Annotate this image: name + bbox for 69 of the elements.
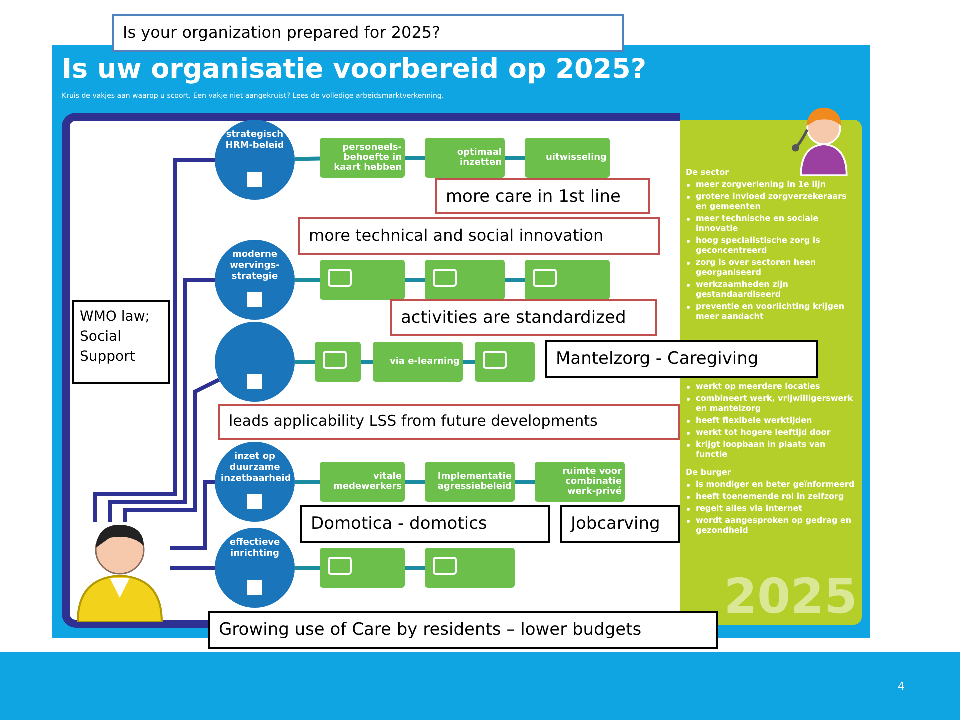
- box-label: uitwisseling: [546, 153, 607, 163]
- box-label: ruimte voor combinatie werk-privé: [561, 467, 622, 497]
- box-label: optimaal inzetten: [456, 148, 502, 168]
- connector-line: [405, 480, 425, 484]
- bullet-text: wordt aangesproken op gedrag en gezondheid: [696, 516, 852, 535]
- box-label: Implementatie agressiebeleid: [436, 472, 512, 492]
- callout-box: Is your organization prepared for 2025?: [112, 14, 624, 52]
- action-box: [320, 548, 405, 588]
- section-heading: De sector: [686, 168, 730, 177]
- action-box: [320, 260, 405, 300]
- callout-box: leads applicability LSS from future developments: [218, 404, 680, 440]
- connector-line: [405, 156, 425, 160]
- callout-box: Jobcarving: [560, 505, 680, 543]
- connector-line: [505, 278, 525, 282]
- connector-line: [108, 278, 215, 522]
- action-box: [425, 138, 505, 178]
- bullet-text: regelt alles via internet: [696, 504, 802, 513]
- action-box: [425, 260, 505, 300]
- circle-label: inzet op duurzame inzetbaarheid: [220, 451, 292, 485]
- connector-line: [405, 566, 425, 570]
- connector-line: [463, 360, 475, 364]
- page-number: 4: [898, 680, 905, 693]
- connector-line: [405, 278, 425, 282]
- action-box: [525, 138, 610, 178]
- callout-box: more care in 1st line: [435, 178, 650, 214]
- connector-line: [170, 566, 215, 570]
- bullet-text: meer zorgverlening in 1e lijn: [696, 180, 826, 189]
- connector-line: [361, 360, 373, 364]
- year-text: 2025: [724, 572, 858, 622]
- connector-line: [170, 480, 215, 550]
- bullet-text: werkt op meerdere locaties: [696, 382, 820, 391]
- connector-line: [295, 360, 315, 364]
- callout-box: Domotica - domotics: [300, 505, 550, 543]
- callout-box: Growing use of Care by residents – lower budgets: [208, 611, 718, 649]
- action-box: [425, 462, 515, 502]
- box-label: personeels-behoefte in kaart hebben: [333, 143, 402, 173]
- circle-label: strategisch HRM-beleid: [224, 129, 286, 152]
- bullet-text: is mondiger en beter geïnformeerd: [696, 480, 855, 489]
- connector-line: [295, 480, 320, 484]
- connector-line: [123, 378, 220, 522]
- callout-box: more technical and social innovation: [298, 217, 660, 255]
- bullet-text: heeft flexibele werktijden: [696, 416, 812, 425]
- connector-line: [505, 156, 525, 160]
- bullet-text: krijgt loopbaan in plaats van functie: [696, 440, 826, 459]
- action-box: [525, 260, 610, 300]
- bullet-text: preventie en voorlichting krijgen meer aandacht: [696, 302, 845, 321]
- connector-line: [515, 480, 535, 484]
- connector-line: [295, 566, 320, 570]
- callout-box: activities are standardized: [390, 299, 657, 336]
- callout-box: Mantelzorg - Caregiving: [545, 340, 818, 378]
- circle-label: effectieve inrichting: [228, 537, 282, 560]
- action-box: [535, 462, 625, 502]
- connector-line: [93, 158, 215, 522]
- action-box: [315, 342, 361, 382]
- action-box: [320, 462, 405, 502]
- callout-box: WMO law; Social Support: [72, 300, 170, 384]
- bullet-text: heeft toenemende rol in zelfzorg: [696, 492, 844, 501]
- connector-line: [294, 156, 320, 162]
- action-box: [373, 342, 463, 382]
- action-box: [425, 548, 515, 588]
- poster-title: Is uw organisatie voorbereid op 2025?: [62, 54, 646, 85]
- circle-label: moderne wervings-strategie: [229, 249, 281, 283]
- connector-line: [295, 278, 320, 282]
- box-label: via e-learning: [390, 357, 460, 367]
- bullet-text: werkt tot hogere leeftijd door: [696, 428, 831, 437]
- action-box: [320, 138, 405, 178]
- box-label: vitale medewerkers: [332, 472, 402, 492]
- action-box: [475, 342, 535, 382]
- section-heading: De burger: [686, 468, 732, 477]
